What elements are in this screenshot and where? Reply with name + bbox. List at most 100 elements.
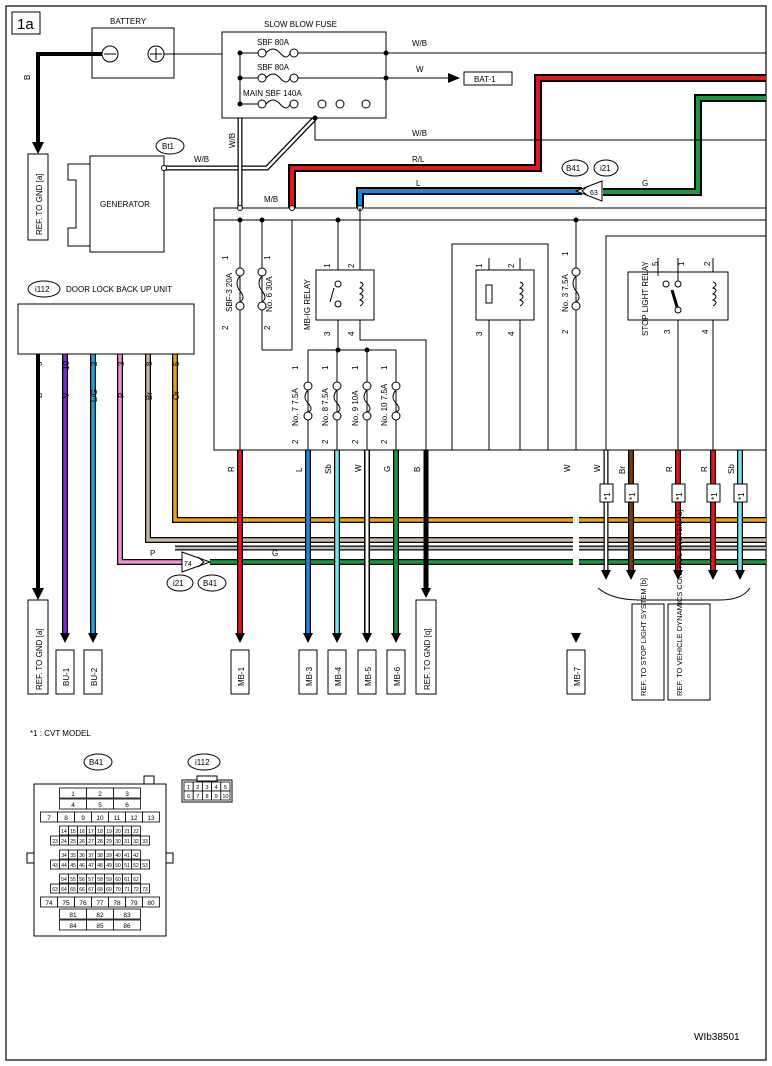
pin-cell — [131, 873, 141, 884]
pin-number: 84 — [69, 923, 77, 930]
bottom-wire-b: B — [413, 467, 422, 472]
wire-label-g: G — [642, 179, 648, 188]
fuse-box-title: SLOW BLOW FUSE — [264, 20, 337, 29]
pin-number: 48 — [97, 863, 103, 869]
door-lock-pin-5: 5 — [172, 361, 181, 366]
pin-number: 37 — [88, 853, 94, 859]
pin-cell — [220, 790, 231, 801]
ref-group-brace — [597, 587, 751, 601]
ref-stop-light: REF. TO STOP LIGHT SYSTEM [b] — [639, 578, 648, 696]
stop-relay-pin3-label: 3 — [663, 329, 672, 334]
mid-relay-coil-icon — [518, 281, 524, 307]
pin-cell — [113, 919, 141, 931]
connector-63-chevron — [581, 185, 589, 197]
b41-face-label: B41 — [89, 758, 104, 767]
mid-relay-pin1-label: 1 — [475, 263, 484, 268]
bottom-wire-l: L — [295, 467, 304, 472]
bus-node-6 — [289, 205, 295, 211]
fuse3-term-a — [317, 99, 327, 109]
pin-number: 64 — [61, 887, 67, 893]
mbig-pin4: 4 — [347, 331, 356, 336]
sbf3-pin1: 1 — [221, 255, 230, 260]
bt1-label: Bt1 — [162, 142, 175, 151]
door-lock-wire-b: B — [35, 393, 44, 398]
fuse3-term-b — [335, 99, 345, 109]
pin-number: 65 — [70, 887, 76, 893]
mb7-label: MB-7 — [573, 666, 582, 686]
ref-stop-light-box — [631, 603, 665, 701]
arrow-gnd-q-icon — [421, 588, 431, 598]
mbig-relay-label: MB-IG RELAY — [303, 278, 312, 330]
arrow-vdc-1-icon — [673, 570, 683, 580]
pin-number: 7 — [196, 794, 199, 800]
pin-number: 2 — [98, 791, 102, 798]
page-id-box — [11, 11, 41, 35]
pin-number: 10 — [222, 794, 228, 800]
pin-number: 76 — [79, 900, 87, 907]
generator-wire-label: W/B — [194, 155, 209, 164]
bu1-box — [55, 649, 75, 695]
pin-cell — [140, 883, 150, 894]
no8-label: No. 8 7.5A — [321, 388, 330, 426]
fuse3-right — [289, 99, 299, 109]
i21-label-top: i21 — [600, 164, 611, 173]
arrow-mb1-icon — [235, 633, 245, 643]
pin-number: 56 — [79, 877, 85, 883]
pin-number: 22 — [133, 829, 139, 835]
pin-number: 78 — [113, 900, 121, 907]
down-arrows — [60, 570, 745, 643]
stop-light-relay-label: STOP LIGHT RELAY — [641, 260, 650, 336]
pin-number: 29 — [106, 839, 112, 845]
mid-relay-pin2-label: 2 — [507, 263, 516, 268]
battery-body — [91, 27, 175, 79]
mbig-relay — [315, 269, 375, 321]
pin-number: 86 — [123, 923, 131, 930]
mb5-box — [357, 649, 377, 695]
battery-ground-arrow-icon — [32, 142, 44, 154]
cvt-tag-4-box — [706, 483, 721, 503]
pin-number: 50 — [115, 863, 121, 869]
pin-number: 45 — [70, 863, 76, 869]
mbig-switch-a — [334, 280, 342, 288]
no8-element — [333, 389, 341, 413]
generator-terminal — [161, 165, 167, 171]
pin-number: 62 — [133, 877, 139, 883]
pin-number: 6 — [125, 802, 129, 809]
bottom-wire-w1: W — [354, 464, 363, 472]
pin-number: 34 — [61, 853, 67, 859]
no3-pin2: 2 — [561, 329, 570, 334]
pin-number: 81 — [69, 912, 77, 919]
arrow-mb6-icon — [391, 633, 401, 643]
fuse-box — [221, 31, 387, 119]
pin-number: 25 — [70, 839, 76, 845]
mb4-box — [327, 649, 347, 695]
no6-label: No. 6 30A — [265, 276, 274, 312]
no7-label: No. 7 7.5A — [291, 388, 300, 426]
wire-label-mb: M/B — [264, 195, 278, 204]
pin-number: 17 — [88, 829, 94, 835]
mid-relay — [475, 269, 535, 321]
stop-relay-contact-a — [662, 280, 670, 288]
pin-number: 42 — [133, 853, 139, 859]
mb5-label: MB-5 — [364, 666, 373, 686]
pin-number: 1 — [71, 791, 75, 798]
mbig-pin2: 2 — [347, 263, 356, 268]
no7-top — [303, 381, 313, 391]
cvt-tag-1-box — [599, 483, 614, 503]
b41-face-tag — [83, 753, 113, 771]
no6-top — [257, 267, 267, 277]
pin-number: 40 — [115, 853, 121, 859]
mbig-pin4-lead — [359, 320, 427, 450]
pin-number: 8 — [64, 815, 68, 822]
no10-top — [391, 381, 401, 391]
fuse2-right — [289, 73, 299, 83]
pin-number: 53 — [142, 863, 148, 869]
bat-ref: BAT-1 — [474, 75, 496, 84]
no3-element — [572, 275, 580, 303]
stop-relay-coil-icon — [711, 281, 717, 307]
pin-cell — [113, 908, 141, 920]
b41-latch-left — [26, 852, 35, 864]
